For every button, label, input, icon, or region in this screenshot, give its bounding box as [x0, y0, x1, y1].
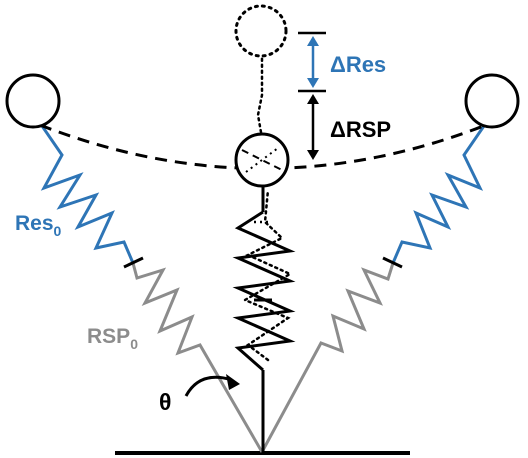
- ghost-mass-circle: [234, 4, 288, 58]
- rsp0-label: RSP0: [87, 325, 138, 352]
- left-mass-circle: [5, 73, 61, 129]
- left-res-spring: [38, 122, 135, 264]
- dotted-stem-to-ghost: [256, 53, 264, 140]
- center-mass-inner-dots: [245, 147, 279, 173]
- left-junction-tick: [123, 256, 144, 269]
- right-mass-circle: [464, 73, 520, 129]
- center-dotted-spring: [242, 188, 293, 362]
- left-rsp-spring: [131, 262, 264, 453]
- delta-rsp-arrowhead-down: [307, 150, 319, 160]
- delta-res-arrowhead-up: [307, 36, 319, 46]
- right-res-spring: [391, 122, 488, 264]
- delta-rsp-arrowhead-up: [307, 94, 319, 104]
- theta-rotation-arrow: [184, 375, 233, 397]
- right-junction-tick: [382, 256, 403, 269]
- delta-res-label: ΔRes: [330, 52, 386, 77]
- theta-rotation-arrowhead: [226, 374, 240, 390]
- delta-rsp-label: ΔRSP: [330, 117, 391, 142]
- right-rsp-spring: [260, 262, 395, 453]
- theta-label: θ: [159, 389, 171, 415]
- res0-label: Res0: [15, 212, 62, 239]
- center-spring: [232, 210, 296, 372]
- center-mass-inner-dash: [241, 149, 283, 171]
- delta-res-arrowhead-down: [307, 78, 319, 88]
